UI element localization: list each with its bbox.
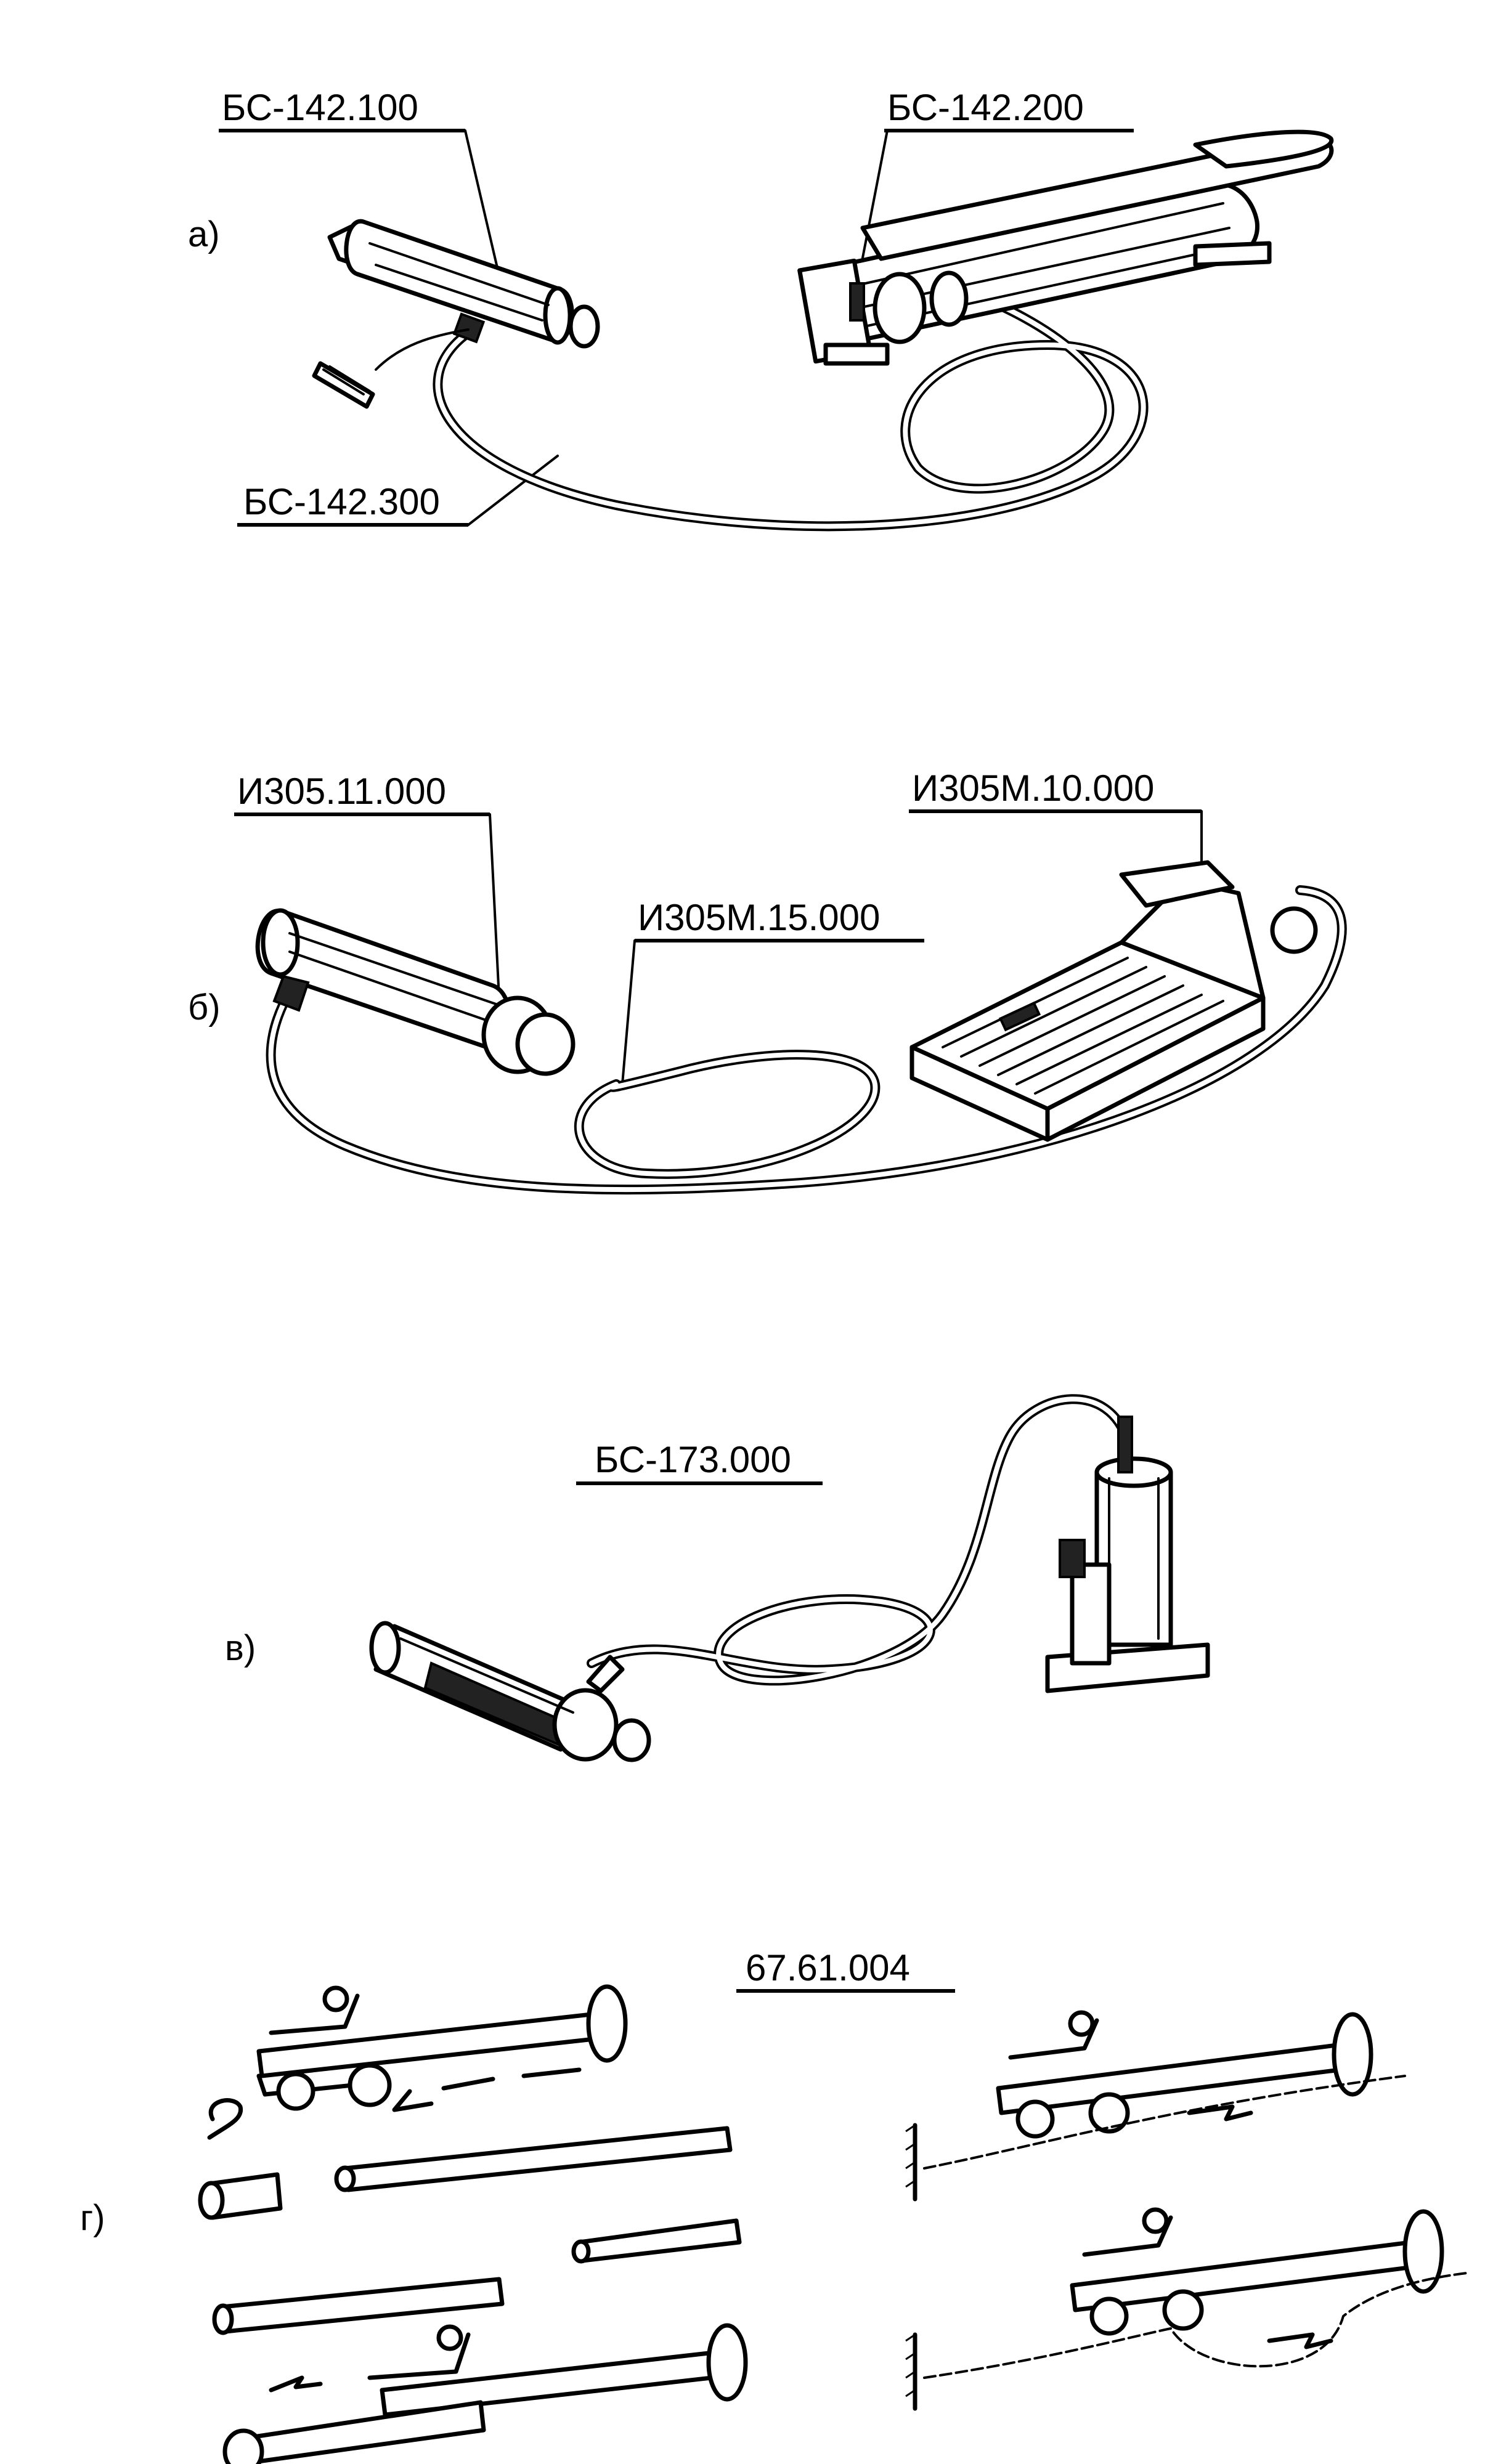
rod-short-right xyxy=(571,2218,742,2264)
leader-line xyxy=(621,939,636,1085)
cap xyxy=(198,2172,283,2220)
label-bs-173-000: БС-173.000 xyxy=(595,1439,791,1480)
label-i305m-15-000: И305М.15.000 xyxy=(638,897,880,938)
rod-long-2 xyxy=(212,2277,505,2335)
label-i305m-10-000: И305М.10.000 xyxy=(912,768,1154,809)
panel-g-letter: г) xyxy=(80,2198,105,2238)
tool-assembly-left-bottom xyxy=(222,2323,748,2464)
panel-v: в) БС-173.000 xyxy=(225,1394,1210,1762)
label-i305-11-000: И305.11.000 xyxy=(237,771,446,812)
panel-b: б) И305.11.000 И305М.10.000 И305М.15.000 xyxy=(188,768,1347,1195)
panel-b-letter: б) xyxy=(188,987,221,1027)
anchor-bottom xyxy=(905,2332,917,2411)
panel-g: г) 67.61.004 xyxy=(80,1947,1468,2464)
rod-long-1 xyxy=(334,2126,733,2192)
label-bs-142-100: БС-142.100 xyxy=(222,87,418,128)
leader-line xyxy=(489,813,500,999)
tool-assembly-right-bottom xyxy=(923,2207,1468,2379)
tool-assembly-left-top xyxy=(256,1984,628,2112)
bottle-jack xyxy=(1045,1416,1210,1693)
hook xyxy=(207,2098,243,2140)
arrow-left xyxy=(269,2375,323,2393)
panel-v-letter: в) xyxy=(225,1628,256,1668)
tool-assembly-right-top xyxy=(923,2010,1406,2170)
leader-line xyxy=(467,455,559,526)
foot-pump-i305m-10-000 xyxy=(909,860,1318,1142)
pump-bs-142-200 xyxy=(797,129,1334,366)
label-bs-142-300: БС-142.300 xyxy=(243,481,440,522)
label-bs-142-200: БС-142.200 xyxy=(887,87,1084,128)
panel-a-letter: а) xyxy=(188,214,220,254)
panel-a: а) БС-142.100 БС-142.200 БС-142.300 xyxy=(188,87,1334,532)
cylinder-bs-173 xyxy=(369,1621,651,1762)
label-67-61-004: 67.61.004 xyxy=(746,1947,910,1988)
cylinder-i305-11-000 xyxy=(255,908,576,1076)
cylinder-bs-142-100 xyxy=(312,219,600,409)
anchor-top xyxy=(905,2123,917,2202)
